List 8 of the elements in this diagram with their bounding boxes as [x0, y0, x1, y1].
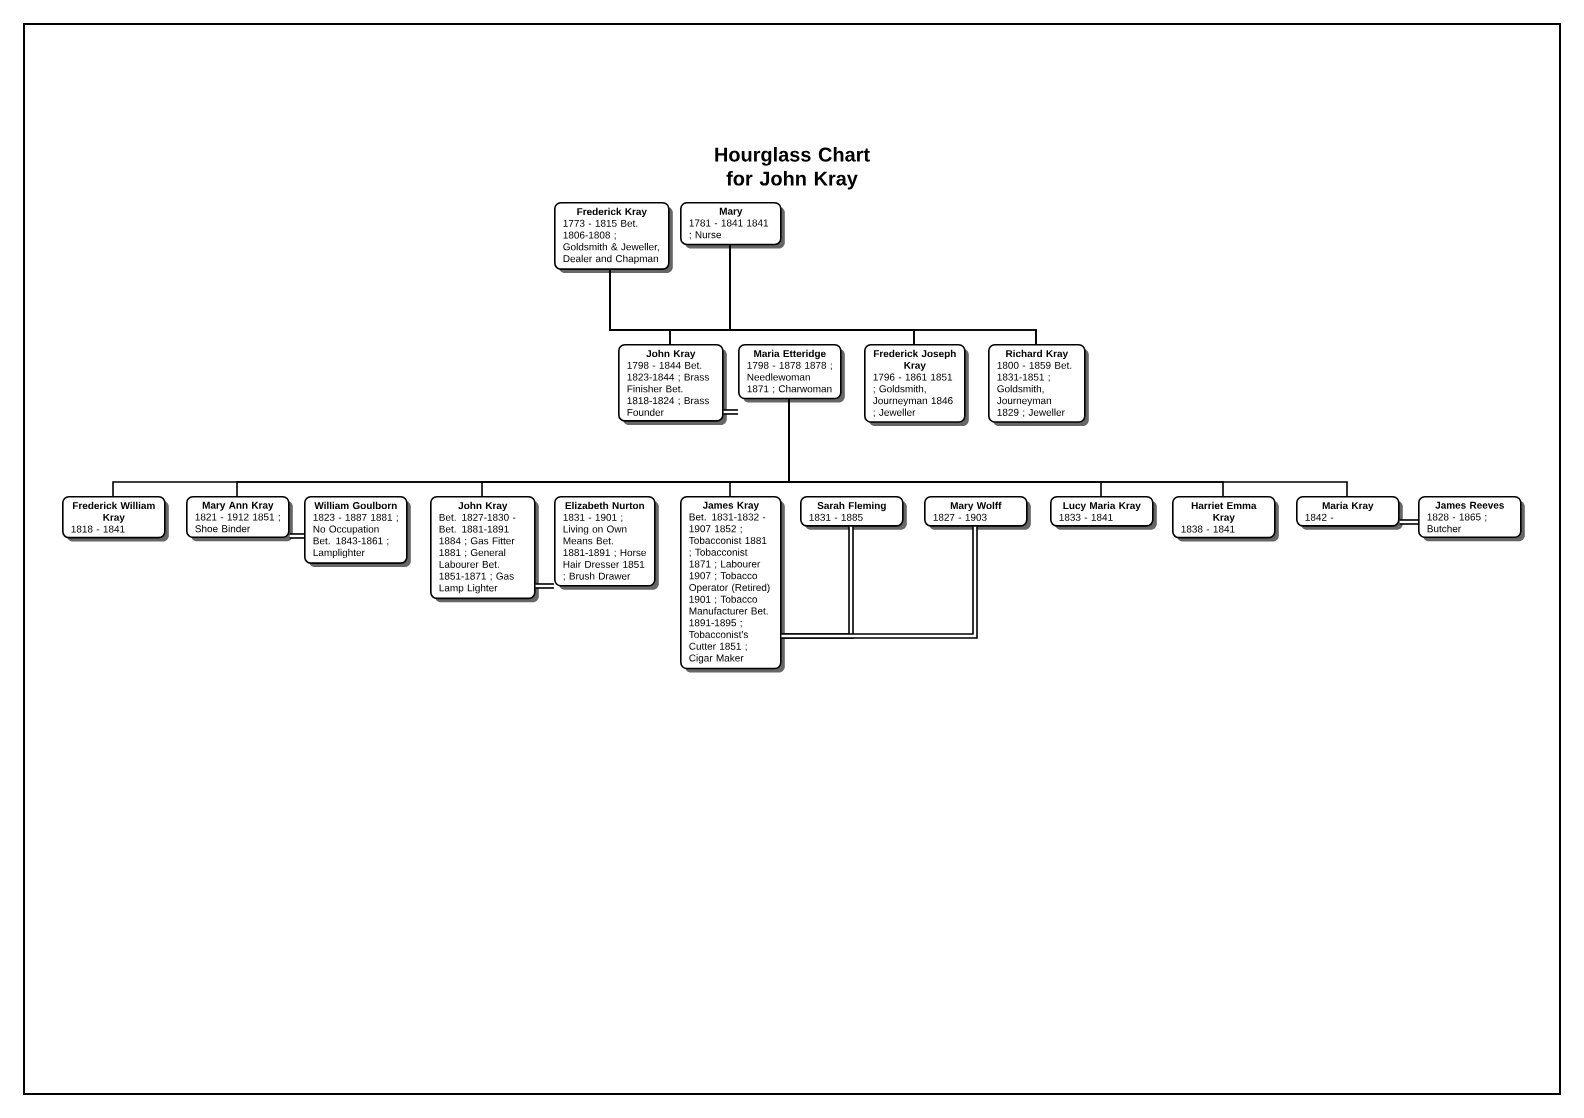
tree-line — [729, 244, 1037, 345]
chart-title: Hourglass Chart for John Kray — [715, 147, 870, 190]
marriage-line — [1399, 519, 1418, 525]
marriage-line — [723, 409, 738, 415]
marriage-line — [289, 533, 304, 539]
marriage-line — [535, 583, 554, 589]
tree-line — [788, 398, 1348, 497]
marriage-line — [781, 526, 978, 639]
